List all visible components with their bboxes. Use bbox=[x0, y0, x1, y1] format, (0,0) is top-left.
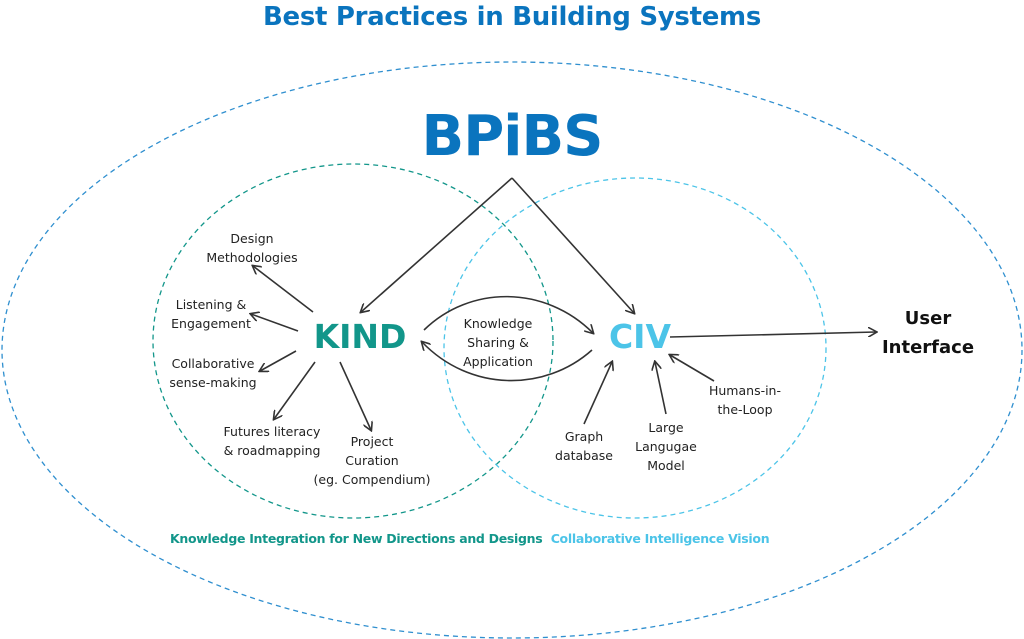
arrow-kind-to-civ-curve bbox=[423, 295, 593, 333]
node-kind: KIND bbox=[313, 317, 407, 356]
kind-circle bbox=[152, 163, 554, 519]
arrow-graph-to-civ bbox=[583, 362, 612, 425]
civ-circle bbox=[443, 177, 827, 519]
arrow-bpibs-to-kind bbox=[361, 177, 513, 312]
arrow-kind-to-futures bbox=[274, 361, 316, 419]
node-civ: CIV bbox=[608, 317, 672, 356]
arrow-kind-to-design bbox=[253, 266, 314, 313]
kind-item-listening-engagement: Listening &Engagement bbox=[171, 297, 251, 331]
arrow-kind-to-collab bbox=[260, 350, 297, 371]
arrow-kind-to-listening bbox=[251, 314, 299, 332]
arrow-civ-to-kind-curve bbox=[422, 342, 593, 382]
bpibs-outer-boundary bbox=[1, 61, 1023, 639]
kind-item-futures-literacy: Futures literacy& roadmapping bbox=[223, 424, 321, 458]
arrow-bpibs-to-civ bbox=[511, 177, 634, 313]
kind-caption: Knowledge Integration for New Directions… bbox=[170, 531, 543, 546]
arrow-humans-to-civ bbox=[670, 355, 715, 382]
arrow-kind-to-curation bbox=[339, 361, 371, 430]
arrow-llm-to-civ bbox=[655, 362, 667, 415]
brand-label-bpibs: BPiBS bbox=[421, 104, 604, 169]
civ-item-humans-in-the-loop: Humans-in-the-Loop bbox=[708, 383, 781, 417]
diagram-title: Best Practices in Building Systems bbox=[262, 2, 762, 32]
arrow-civ-to-ui bbox=[669, 332, 876, 338]
civ-caption: Collaborative Intelligence Vision bbox=[550, 531, 770, 546]
